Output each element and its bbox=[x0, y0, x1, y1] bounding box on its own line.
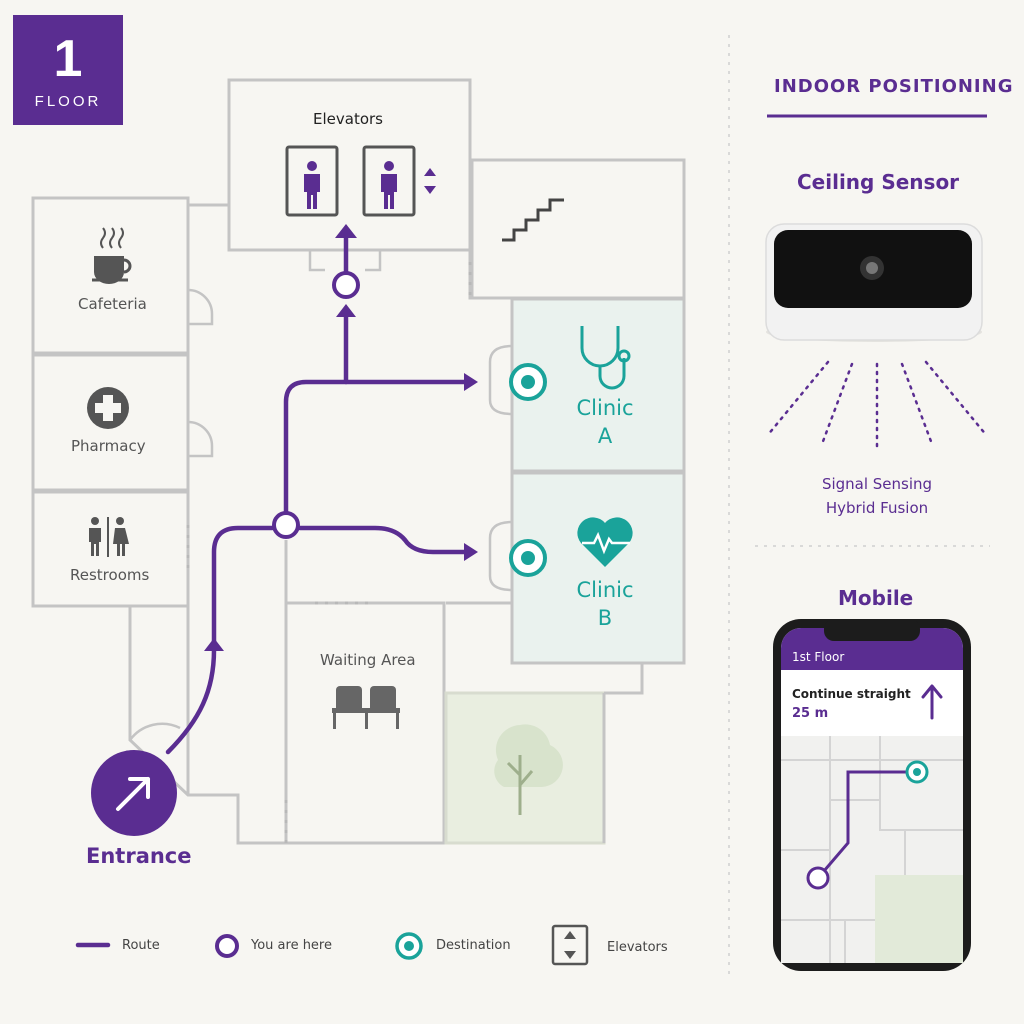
entrance-button[interactable] bbox=[91, 750, 177, 836]
waiting-area-room bbox=[284, 601, 446, 845]
route-node-junction[interactable] bbox=[332, 271, 360, 299]
cafeteria-label: Cafeteria bbox=[78, 295, 147, 313]
sensing-description: Signal Sensing Hybrid Fusion bbox=[797, 472, 957, 520]
ceiling-sensor-device bbox=[765, 223, 983, 342]
elevator-person-icon bbox=[285, 145, 339, 217]
clinic-b-label-line1: Clinic bbox=[576, 578, 634, 602]
elevator-up-down-icon bbox=[424, 168, 436, 194]
phone-distance: 25 m bbox=[792, 706, 829, 721]
legend-elevators-label: Elevators bbox=[607, 940, 668, 955]
corridor-walls bbox=[128, 203, 644, 845]
destination-clinic-b-marker[interactable] bbox=[509, 539, 547, 577]
waiting-area-label: Waiting Area bbox=[320, 651, 416, 669]
ceiling-sensor-title: Ceiling Sensor bbox=[797, 170, 960, 194]
clinic-b-label-line2: B bbox=[597, 606, 613, 630]
elevators-room bbox=[227, 78, 472, 252]
legend-route-label: Route bbox=[122, 938, 160, 953]
floor-badge: 1 FLOOR bbox=[13, 15, 123, 125]
pharmacy-label: Pharmacy bbox=[71, 437, 146, 455]
legend-destination-label: Destination bbox=[436, 938, 511, 953]
clinic-a-label-line2: A bbox=[597, 424, 613, 448]
floor-label: FLOOR bbox=[34, 93, 102, 110]
elevators-label: Elevators bbox=[313, 110, 383, 128]
tree-icon bbox=[494, 724, 563, 815]
mobile-title: Mobile bbox=[838, 586, 914, 610]
medical-cross-icon bbox=[87, 387, 129, 429]
stethoscope-icon bbox=[580, 326, 631, 390]
legend-you-are-here-icon bbox=[215, 934, 239, 958]
restroom-people-icon bbox=[89, 517, 129, 557]
mobile-phone bbox=[773, 619, 971, 971]
legend-you-are-here-label: You are here bbox=[251, 938, 332, 953]
elevator-person-icon bbox=[362, 145, 416, 217]
sensing-line1: Signal Sensing bbox=[821, 475, 933, 493]
panel-title: INDOOR POSITIONING bbox=[774, 76, 1014, 97]
coffee-cup-icon bbox=[92, 227, 132, 284]
floor-number: 1 bbox=[53, 30, 83, 88]
route-arrows bbox=[204, 224, 478, 651]
arrow-up-right-icon bbox=[116, 777, 150, 811]
stairs-icon bbox=[502, 198, 564, 242]
phone-floor-label: 1st Floor bbox=[792, 650, 845, 664]
sensing-line2: Hybrid Fusion bbox=[825, 499, 929, 517]
entrance-label: Entrance bbox=[86, 844, 192, 868]
seats-icon bbox=[332, 686, 400, 729]
heart-pulse-icon bbox=[577, 517, 633, 567]
destination-clinic-a-marker[interactable] bbox=[509, 363, 547, 401]
clinic-a-label: Clinic A bbox=[570, 394, 640, 450]
clinic-b-label: Clinic B bbox=[570, 576, 640, 632]
legend-destination-icon bbox=[395, 932, 423, 960]
clinic-a-label-line1: Clinic bbox=[576, 396, 634, 420]
legend-elevators-icon bbox=[551, 924, 589, 966]
phone-instruction: Continue straight bbox=[792, 687, 911, 701]
signal-rays bbox=[765, 360, 989, 448]
you-are-here-marker[interactable] bbox=[272, 511, 300, 539]
restrooms-label: Restrooms bbox=[70, 566, 150, 584]
stairs-room bbox=[470, 158, 686, 300]
restrooms-room bbox=[31, 490, 190, 608]
